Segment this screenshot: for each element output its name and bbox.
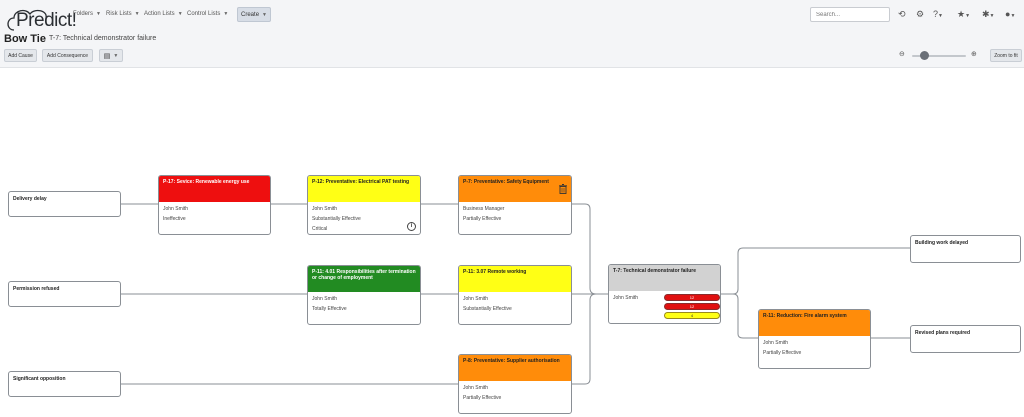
control-card[interactable]: P-11: 4.01 Responsibilities after termin… <box>307 265 421 325</box>
zoom-out-icon[interactable]: ⊖ <box>899 51 905 58</box>
help-icon[interactable]: ?▼ <box>933 9 943 19</box>
control-owner: John Smith <box>763 340 789 346</box>
create-button[interactable]: Create▼ <box>237 7 271 22</box>
app-name: Predict! <box>16 10 77 31</box>
bowtie-canvas[interactable]: Delivery delay Permission refused Signif… <box>0 68 1024 417</box>
event-owner: John Smith <box>613 295 639 301</box>
control-title: P-11: 3.07 Remote working <box>459 266 571 292</box>
chevron-down-icon: ▼ <box>223 11 229 17</box>
control-owner: John Smith <box>463 385 489 391</box>
zoom-to-fit-button[interactable]: Zoom to fit <box>990 49 1022 62</box>
control-criticality: Critical <box>312 226 328 232</box>
control-status: Ineffective <box>163 216 186 222</box>
add-consequence-button[interactable]: Add Consequence <box>42 49 93 62</box>
cause-permission-refused[interactable]: Permission refused <box>8 281 121 307</box>
connector-lines <box>121 203 910 385</box>
risk-score-badge[interactable]: 12 <box>664 303 720 310</box>
nav-control-lists[interactable]: Control Lists▼ <box>187 11 228 17</box>
cause-delivery-delay[interactable]: Delivery delay <box>8 191 121 217</box>
nav-risk-lists[interactable]: Risk Lists▼ <box>106 11 140 17</box>
central-risk-event[interactable]: T-7: Technical demonstrator failure John… <box>608 264 721 324</box>
event-title: T-7: Technical demonstrator failure <box>609 265 720 291</box>
gear-icon[interactable]: ⚙ <box>916 9 925 19</box>
risk-score-badge[interactable]: 4 <box>664 312 720 319</box>
nav-control-lists-label: Control Lists <box>187 11 221 17</box>
control-owner: John Smith <box>163 206 189 212</box>
nav-risk-lists-label: Risk Lists <box>106 11 132 17</box>
cloud-logo-icon <box>7 9 47 31</box>
control-card[interactable]: P-17: Sevice: Renewable energy use John … <box>158 175 271 235</box>
control-title: P-11: 4.01 Responsibilities after termin… <box>308 266 420 292</box>
control-title: R-11: Reduction: Fire alarm system <box>759 310 870 336</box>
page-title: Bow Tie <box>4 33 46 45</box>
control-owner: Business Manager <box>463 206 505 212</box>
trash-icon[interactable] <box>559 184 567 194</box>
risk-score-badge[interactable]: 12 <box>664 294 720 301</box>
zoom-slider-handle[interactable] <box>920 51 929 60</box>
control-card[interactable]: P-8: Preventative: Supplier authorisatio… <box>458 354 572 414</box>
consequence-building-work-delayed[interactable]: Building work delayed <box>910 235 1021 263</box>
chevron-down-icon: ▼ <box>177 11 183 17</box>
control-owner: John Smith <box>463 296 489 302</box>
document-icon: ▤ <box>103 52 111 60</box>
nav-folders-label: Folders <box>73 11 94 17</box>
control-status: Substantially Effective <box>312 216 361 222</box>
control-title: P-17: Sevice: Renewable energy use <box>159 176 270 202</box>
star-icon[interactable]: ★▼ <box>957 9 971 19</box>
control-status: Partially Effective <box>763 350 802 356</box>
control-status: Substantially Effective <box>463 306 512 312</box>
control-title: P-8: Preventative: Supplier authorisatio… <box>459 355 571 381</box>
control-card[interactable]: R-11: Reduction: Fire alarm system John … <box>758 309 871 369</box>
nav-folders[interactable]: Folders▼ <box>73 11 101 17</box>
chevron-down-icon: ▼ <box>134 11 140 17</box>
nav-action-lists[interactable]: Action Lists▼ <box>144 11 183 17</box>
control-card[interactable]: P-11: 3.07 Remote working John Smith Sub… <box>458 265 572 325</box>
top-bar: Predict! Folders▼ Risk Lists▼ Action Lis… <box>0 0 1024 68</box>
add-cause-button[interactable]: Add Cause <box>4 49 37 62</box>
app-logo[interactable]: Predict! <box>4 4 77 34</box>
nav-action-lists-label: Action Lists <box>144 11 175 17</box>
chevron-down-icon: ▼ <box>113 52 119 59</box>
control-status: Partially Effective <box>463 395 502 401</box>
control-card[interactable]: P-12: Preventative: Electrical PAT testi… <box>307 175 421 235</box>
user-icon[interactable]: ●▼ <box>1005 9 1016 19</box>
history-icon[interactable]: ⟲ <box>898 9 906 19</box>
create-button-label: Create <box>241 11 260 18</box>
control-title: P-7: Preventative: Safety Equipment <box>459 176 571 202</box>
zoom-in-icon[interactable]: ⊕ <box>971 51 977 58</box>
chevron-down-icon: ▼ <box>262 11 267 18</box>
export-dropdown-button[interactable]: ▤▼ <box>99 49 123 62</box>
control-card[interactable]: P-7: Preventative: Safety Equipment Busi… <box>458 175 572 235</box>
control-owner: John Smith <box>312 206 338 212</box>
page-subtitle: T-7: Technical demonstrator failure <box>49 35 157 42</box>
search-input[interactable] <box>810 7 890 22</box>
control-owner: John Smith <box>312 296 338 302</box>
control-status: Totally Effective <box>312 306 347 312</box>
cause-significant-opposition[interactable]: Significant opposition <box>8 371 121 397</box>
info-icon[interactable]: i <box>407 222 416 231</box>
chevron-down-icon: ▼ <box>96 11 101 17</box>
consequence-revised-plans-required[interactable]: Revised plans required <box>910 325 1021 353</box>
settings-star-icon[interactable]: ✱▼ <box>982 9 995 19</box>
control-status: Partially Effective <box>463 216 502 222</box>
control-title: P-12: Preventative: Electrical PAT testi… <box>308 176 420 202</box>
zoom-slider[interactable] <box>912 55 966 57</box>
